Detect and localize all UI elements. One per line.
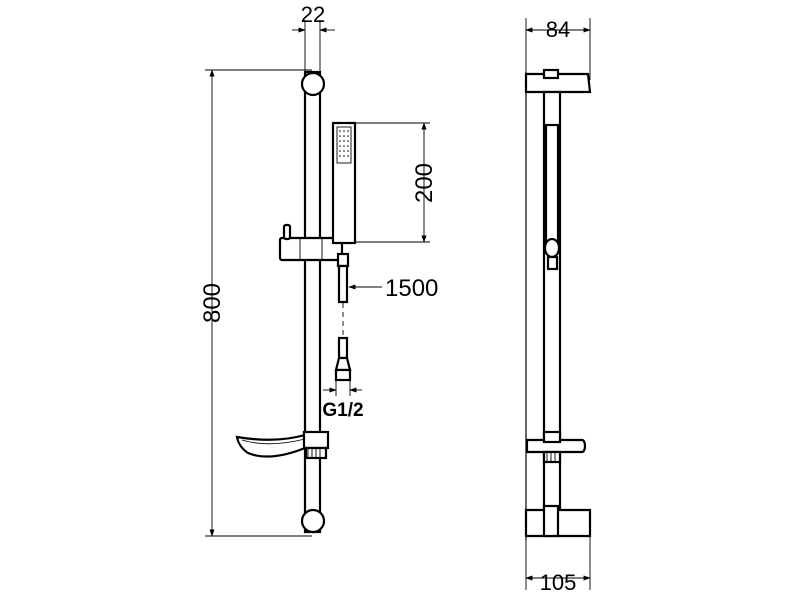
connection-thread-label: G1/2 [322, 400, 363, 421]
soap-dish [235, 430, 330, 460]
bottom-depth-label: 105 [540, 570, 577, 595]
hose-length-dimension: 1500 [348, 275, 438, 302]
handshower-holder [278, 223, 344, 262]
total-height-label: 800 [199, 283, 226, 323]
total-height-dimension: 800 [199, 69, 312, 537]
side-view: 84 [524, 17, 592, 595]
hose-upper-connector [336, 252, 350, 304]
side-bottom-bracket [524, 504, 592, 538]
side-top-bracket [524, 68, 592, 94]
handshower-length-dimension: 200 [355, 122, 438, 243]
handshower-length-label: 200 [411, 163, 438, 203]
side-handshower-holder [543, 237, 561, 271]
rail-width-label: 22 [301, 2, 325, 27]
slide-rail [300, 70, 326, 534]
handshower [331, 121, 357, 245]
front-view: 22 800 [199, 2, 438, 537]
bottom-wall-bracket [300, 508, 326, 534]
hose-length-label: 1500 [385, 275, 438, 302]
connection-thread-dimension: G1/2 [322, 380, 364, 421]
side-soap-dish [525, 430, 587, 464]
bottom-depth-dimension: 105 [525, 536, 591, 595]
top-depth-label: 84 [546, 17, 570, 42]
top-depth-dimension: 84 [525, 17, 591, 80]
side-handshower [544, 123, 560, 247]
hose-lower-connector [334, 336, 352, 382]
top-wall-bracket [300, 71, 326, 97]
rail-width-dimension: 22 [292, 2, 335, 72]
